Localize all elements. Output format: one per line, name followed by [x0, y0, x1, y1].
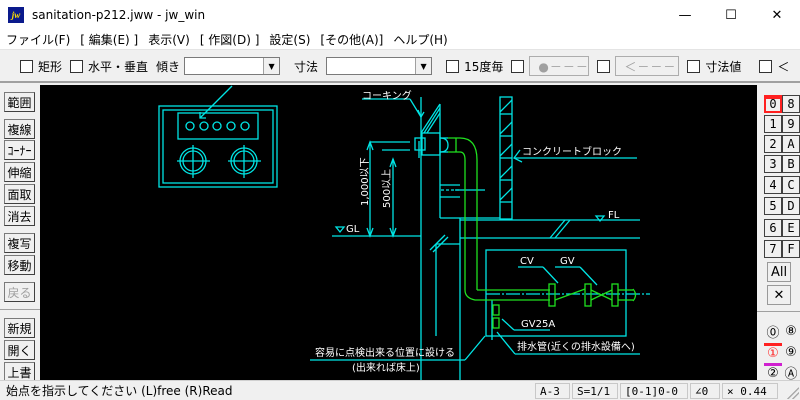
- tilt-label: 傾き: [156, 59, 181, 74]
- group-2[interactable]: ②: [764, 363, 782, 381]
- hv-label: 水平・垂直: [88, 59, 149, 74]
- angle-indicator[interactable]: ∠0: [690, 383, 720, 399]
- group-9[interactable]: ⑨: [785, 344, 797, 360]
- layer-d[interactable]: D: [782, 197, 800, 215]
- tool-open[interactable]: 開く: [4, 340, 35, 360]
- tool-range[interactable]: 範囲: [4, 92, 35, 112]
- drawing-canvas[interactable]: コーキング コンクリートブロック FL GL 1,000以下 500以上 CV …: [40, 85, 757, 380]
- status-bar: 始点を指示してください (L)free (R)Read A-3 S=1/1 [0…: [0, 380, 800, 400]
- label-note1: 容易に点検出来る位置に設ける: [315, 346, 455, 359]
- dim-combo[interactable]: ▼: [326, 57, 433, 75]
- label-gv25a: GV25A: [521, 319, 555, 330]
- left-toolbar: 範囲 複線 ｺｰﾅｰ 伸縮 面取 消去 複写 移動 戻る 新規 開く 上書: [0, 85, 40, 382]
- layer-bar: 0 8 1 9 2 A 3 B 4 C 5 D 6 E 7 F All ✕ ⓪ …: [757, 85, 800, 382]
- group-1[interactable]: ①: [764, 343, 782, 361]
- layer-9[interactable]: 9: [782, 115, 800, 133]
- close-button[interactable]: ✕: [771, 7, 783, 23]
- layer-b[interactable]: B: [782, 155, 800, 173]
- title-bar: jw sanitation-p212.jww - jw_win — ☐ ✕: [0, 0, 800, 30]
- tool-copy[interactable]: 複写: [4, 233, 35, 253]
- dimval-label: 寸法値: [705, 59, 742, 74]
- label-gl: GL: [346, 224, 360, 235]
- menu-other[interactable]: [その他(A)]: [320, 33, 384, 47]
- chevron-down-icon[interactable]: ▼: [263, 58, 280, 74]
- layer-e[interactable]: E: [782, 219, 800, 237]
- layer-f[interactable]: F: [782, 240, 800, 258]
- deg15-label: 15度毎: [464, 59, 504, 74]
- rect-label: 矩形: [38, 59, 63, 74]
- label-drain: 排水管(近くの排水設備へ): [517, 340, 635, 353]
- zoom-indicator[interactable]: × 0.44: [722, 383, 778, 399]
- tool-stretch[interactable]: 伸縮: [4, 162, 35, 182]
- layer-3[interactable]: 3: [764, 155, 782, 173]
- minimize-button[interactable]: —: [678, 7, 692, 23]
- label-dim-500: 500以上: [381, 169, 393, 208]
- layer-0[interactable]: 0: [764, 95, 782, 113]
- layer-clear-button[interactable]: ✕: [767, 285, 791, 305]
- maximize-button[interactable]: ☐: [725, 7, 737, 23]
- divider: [0, 309, 40, 310]
- label-gv: GV: [560, 256, 575, 267]
- rect-checkbox[interactable]: [20, 59, 33, 73]
- menu-edit[interactable]: [ 編集(E) ]: [80, 33, 139, 47]
- layer-a[interactable]: A: [782, 135, 800, 153]
- menu-help[interactable]: ヘルプ(H): [393, 33, 448, 47]
- chevron-down-icon[interactable]: ▼: [415, 58, 432, 74]
- layer-all-button[interactable]: All: [767, 262, 791, 282]
- layer-6[interactable]: 6: [764, 219, 782, 237]
- layer-5[interactable]: 5: [764, 197, 782, 215]
- lt-label: ＜: [777, 59, 790, 74]
- layer-1[interactable]: 1: [764, 115, 782, 133]
- group-8[interactable]: ⑧: [785, 323, 797, 339]
- label-caulking: コーキング: [362, 89, 412, 102]
- dot-checkbox[interactable]: [511, 59, 525, 73]
- tool-corner[interactable]: ｺｰﾅｰ: [4, 140, 35, 160]
- layer-4[interactable]: 4: [764, 176, 782, 194]
- menu-file[interactable]: ファイル(F): [6, 33, 71, 47]
- tilt-combo[interactable]: ▼: [184, 57, 281, 75]
- label-cv: CV: [520, 256, 534, 267]
- hv-checkbox[interactable]: [70, 59, 84, 73]
- tool-move[interactable]: 移動: [4, 255, 35, 275]
- arrow-line-button[interactable]: ＜－－－: [615, 56, 680, 76]
- cad-drawing: コーキング コンクリートブロック FL GL 1,000以下 500以上 CV …: [158, 85, 650, 380]
- layer-7[interactable]: 7: [764, 240, 782, 258]
- group-0[interactable]: ⓪: [766, 325, 780, 341]
- layer-2[interactable]: 2: [764, 135, 782, 153]
- window-title: sanitation-p212.jww - jw_win: [32, 8, 206, 22]
- menu-settings[interactable]: 設定(S): [269, 33, 311, 47]
- tool-parallel[interactable]: 複線: [4, 119, 35, 139]
- deg15-checkbox[interactable]: [446, 59, 460, 73]
- menu-bar: ファイル(F) [ 編集(E) ] 表示(V) [ 作図(D) ] 設定(S) …: [0, 30, 800, 50]
- divider: [757, 311, 800, 312]
- dimval-checkbox[interactable]: [687, 59, 701, 73]
- label-note2: (出来れば床上): [352, 361, 420, 374]
- status-message: 始点を指示してください (L)free (R)Read: [6, 384, 233, 398]
- menu-view[interactable]: 表示(V): [148, 33, 190, 47]
- layer-c[interactable]: C: [782, 176, 800, 194]
- control-toolbar: 矩形 水平・垂直 傾き ▼ 寸法 ▼ 15度毎 ●－－－ ＜－－－ 寸法値 ＜: [0, 51, 800, 83]
- menu-draw[interactable]: [ 作図(D) ]: [199, 33, 260, 47]
- layer-8[interactable]: 8: [782, 95, 800, 113]
- layer-indicator[interactable]: [0-1]0-0: [620, 383, 688, 399]
- tool-overwrite[interactable]: 上書: [4, 362, 35, 382]
- arrow-checkbox[interactable]: [597, 59, 611, 73]
- tool-chamfer[interactable]: 面取: [4, 184, 35, 204]
- tool-erase[interactable]: 消去: [4, 206, 35, 226]
- scale-indicator[interactable]: S=1/1: [572, 383, 618, 399]
- lt-checkbox[interactable]: [759, 59, 773, 73]
- label-dim-1000: 1,000以下: [360, 157, 371, 206]
- dot-line-button[interactable]: ●－－－: [529, 56, 590, 76]
- group-a[interactable]: Ⓐ: [784, 366, 798, 382]
- resize-grip[interactable]: [787, 387, 799, 399]
- tool-undo[interactable]: 戻る: [4, 282, 35, 302]
- tool-new[interactable]: 新規: [4, 318, 35, 338]
- label-fl: FL: [608, 210, 620, 221]
- label-concrete-block: コンクリートブロック: [522, 145, 622, 158]
- app-icon: jw: [8, 7, 24, 23]
- paper-size[interactable]: A-3: [535, 383, 570, 399]
- dim-label: 寸法: [294, 59, 319, 74]
